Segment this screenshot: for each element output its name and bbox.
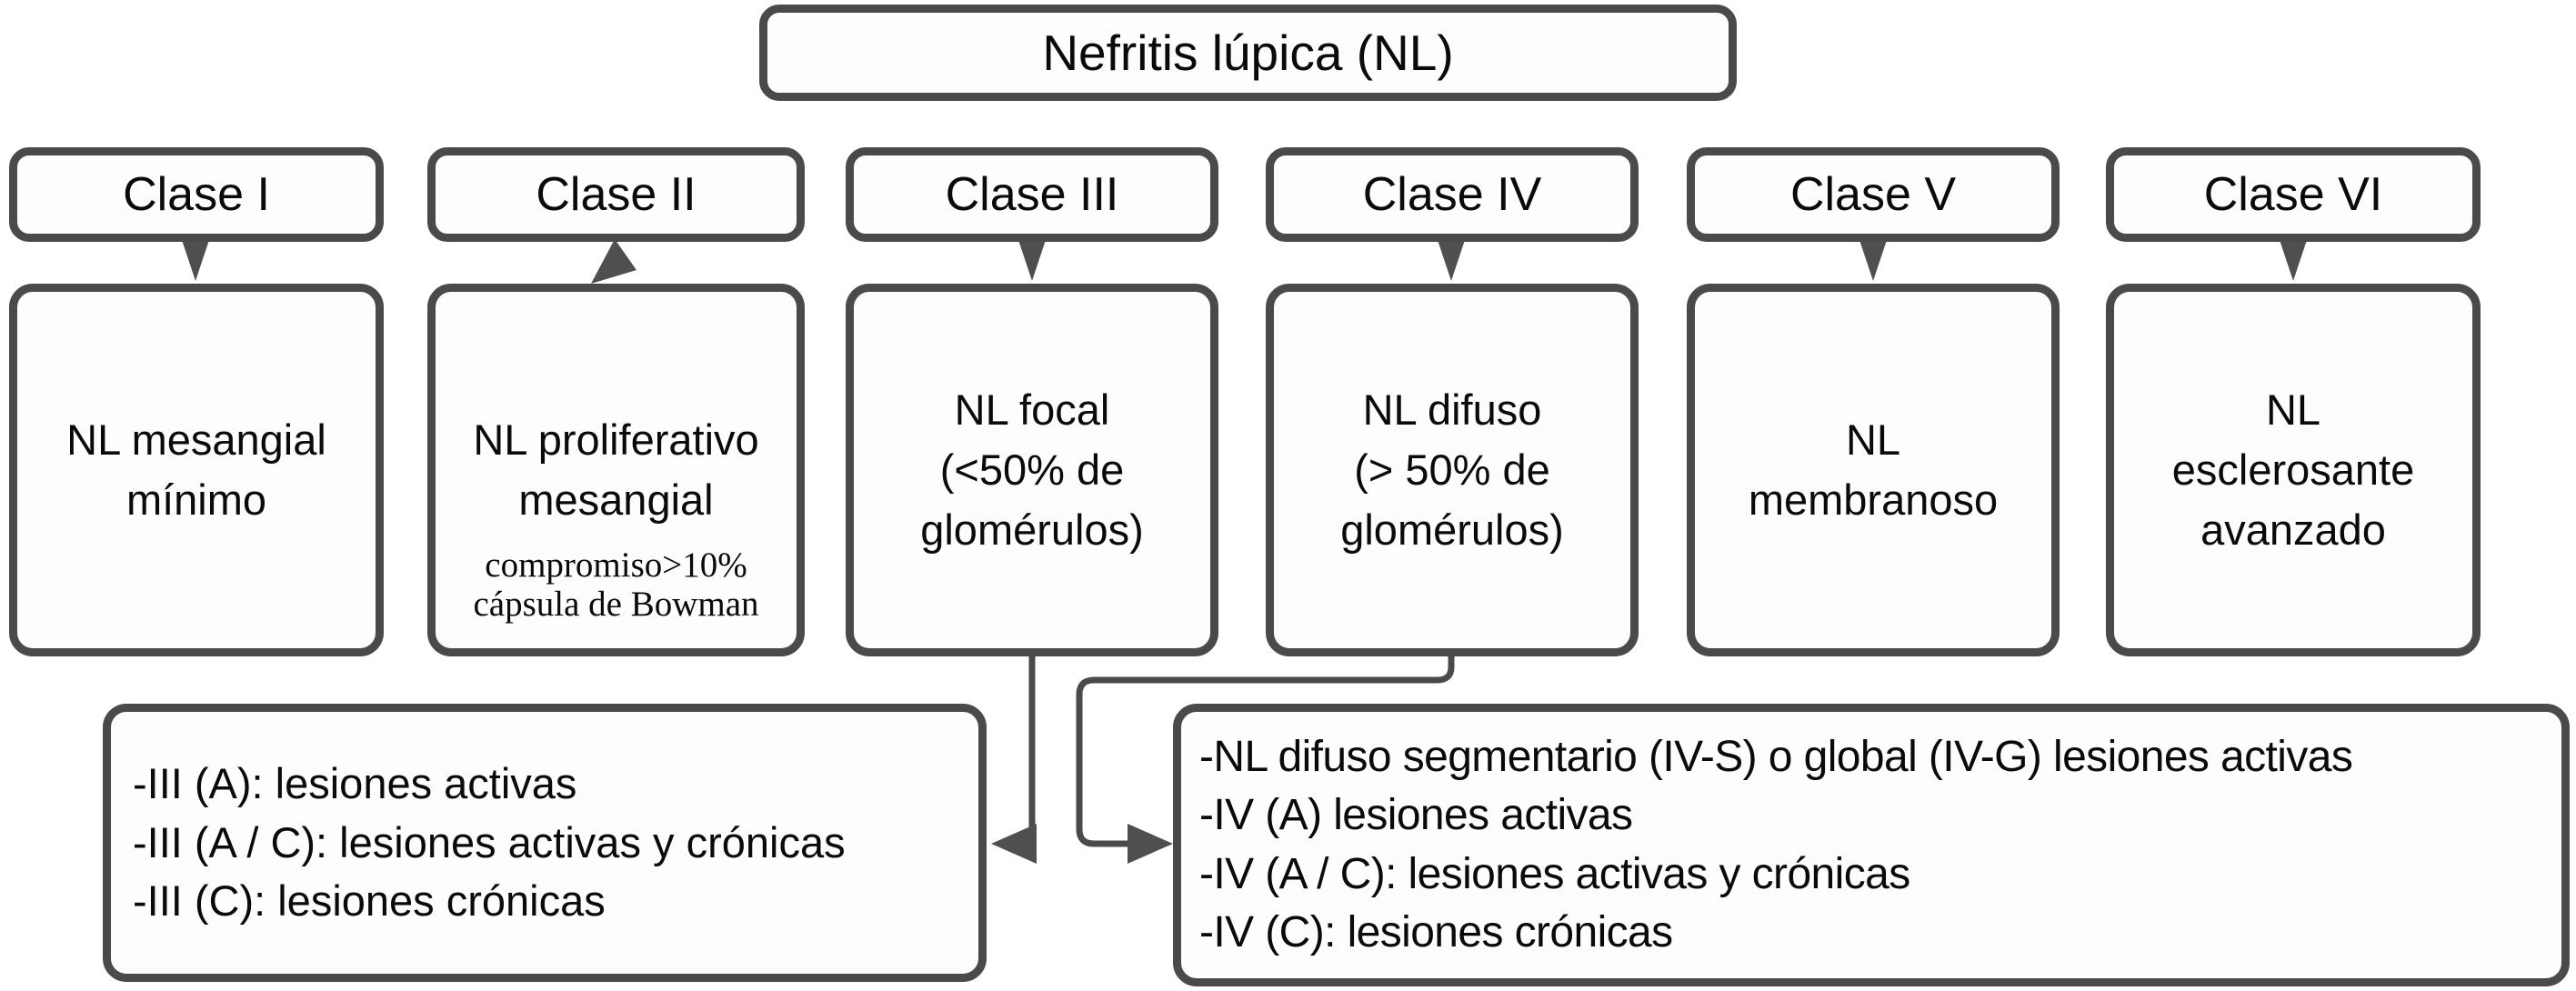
body-text-clase-ii: NL proliferativo mesangial bbox=[473, 415, 759, 524]
header-box-clase-iv: Clase IV bbox=[1266, 147, 1639, 242]
arrow-down-clase-i bbox=[182, 240, 209, 281]
arrow-down-clase-iii bbox=[1018, 240, 1046, 281]
header-label-clase-ii: Clase II bbox=[536, 168, 697, 221]
body-box-clase-vi: NL esclerosante avanzado bbox=[2106, 284, 2481, 656]
header-label-clase-vi: Clase VI bbox=[2203, 168, 2383, 221]
body-text-clase-i: NL mesangial mínimo bbox=[66, 415, 326, 524]
detail-lines-clase-iii: -III (A): lesiones activas -III (A / C):… bbox=[133, 755, 846, 932]
arrow-down-clase-iv bbox=[1438, 240, 1465, 281]
detail-line: -IV (A / C): lesiones activas y crónicas bbox=[1199, 849, 1910, 898]
header-label-clase-iii: Clase III bbox=[945, 168, 1119, 221]
body-box-clase-v: NL membranoso bbox=[1687, 284, 2060, 656]
header-label-clase-v: Clase V bbox=[1789, 168, 1957, 221]
header-label-clase-iv: Clase IV bbox=[1362, 168, 1542, 221]
arrowhead-left-clase-iii bbox=[991, 824, 1037, 864]
detail-line: -IV (C): lesiones crónicas bbox=[1199, 907, 1673, 956]
header-box-clase-v: Clase V bbox=[1687, 147, 2060, 242]
detail-line: -III (A / C): lesiones activas y crónica… bbox=[133, 817, 846, 866]
detail-line: -III (C): lesiones crónicas bbox=[133, 876, 606, 926]
body-note-clase-ii: compromiso>10% cápsula de Bowman bbox=[473, 545, 759, 625]
detail-line: -NL difuso segmentario (IV-S) o global (… bbox=[1199, 732, 2353, 781]
detail-box-clase-iii: -III (A): lesiones activas -III (A / C):… bbox=[103, 704, 987, 982]
arrow-down-clase-vi bbox=[2280, 240, 2307, 281]
arrow-down-clase-v bbox=[1859, 240, 1887, 281]
body-text-clase-vi: NL esclerosante avanzado bbox=[2171, 385, 2415, 554]
body-text-clase-v: NL membranoso bbox=[1748, 415, 1999, 524]
body-box-clase-iii: NL focal (<50% de glomérulos) bbox=[846, 284, 1218, 656]
header-box-clase-iii: Clase III bbox=[846, 147, 1218, 242]
header-box-clase-ii: Clase II bbox=[427, 147, 805, 242]
body-box-clase-ii: NL proliferativo mesangial compromiso>10… bbox=[427, 284, 805, 656]
body-box-clase-i: NL mesangial mínimo bbox=[9, 284, 384, 656]
detail-box-clase-iv: -NL difuso segmentario (IV-S) o global (… bbox=[1173, 704, 2570, 986]
detail-line: -III (A): lesiones activas bbox=[133, 758, 577, 807]
header-label-clase-i: Clase I bbox=[123, 168, 270, 221]
body-text-clase-iii: NL focal (<50% de glomérulos) bbox=[920, 385, 1144, 554]
detail-line: -IV (A) lesiones activas bbox=[1199, 791, 1633, 840]
title-box: Nefritis lúpica (NL) bbox=[759, 5, 1737, 101]
header-box-clase-vi: Clase VI bbox=[2106, 147, 2481, 242]
body-text-clase-iv: NL difuso (> 50% de glomérulos) bbox=[1340, 385, 1564, 554]
body-box-clase-iv: NL difuso (> 50% de glomérulos) bbox=[1266, 284, 1639, 656]
header-box-clase-i: Clase I bbox=[9, 147, 384, 242]
arrow-down-clase-ii bbox=[591, 239, 636, 284]
arrowhead-right-clase-iv bbox=[1128, 824, 1173, 864]
detail-lines-clase-iv: -NL difuso segmentario (IV-S) o global (… bbox=[1199, 728, 2353, 962]
diagram-title: Nefritis lúpica (NL) bbox=[1042, 25, 1454, 81]
